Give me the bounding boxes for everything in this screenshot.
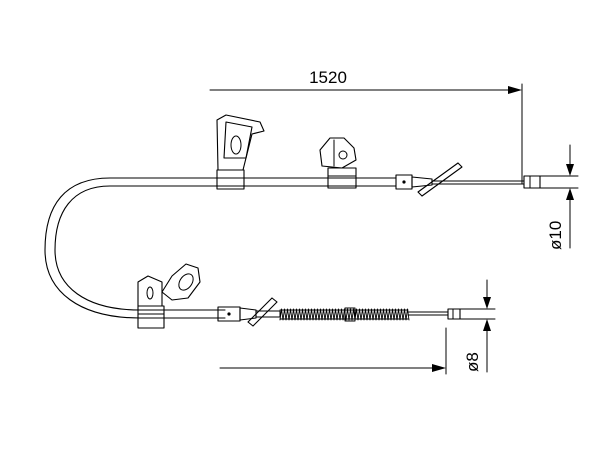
- lower-diameter-dimension: ø8: [459, 279, 496, 373]
- upper-end-fitting: [395, 162, 541, 197]
- length-dimension: 1520: [209, 68, 523, 185]
- lower-diameter-label: ø8: [463, 352, 482, 372]
- upper-diameter-dimension: ø10: [539, 144, 579, 250]
- lower-cable: [139, 309, 226, 319]
- mounting-bracket-lower: [137, 263, 201, 329]
- length-dimension-label: 1520: [309, 68, 347, 87]
- mounting-bracket-upper: [216, 114, 265, 190]
- lower-reference-dimension: [219, 327, 447, 375]
- lower-inner-cable: [407, 308, 461, 320]
- cable-u-bend: [44, 177, 141, 319]
- lower-end-fitting: [217, 297, 281, 327]
- upper-cable: [109, 177, 397, 187]
- spring-ring: [344, 307, 356, 322]
- cable-clip-upper: [319, 137, 357, 189]
- return-spring: [279, 307, 410, 322]
- upper-diameter-label: ø10: [546, 221, 565, 250]
